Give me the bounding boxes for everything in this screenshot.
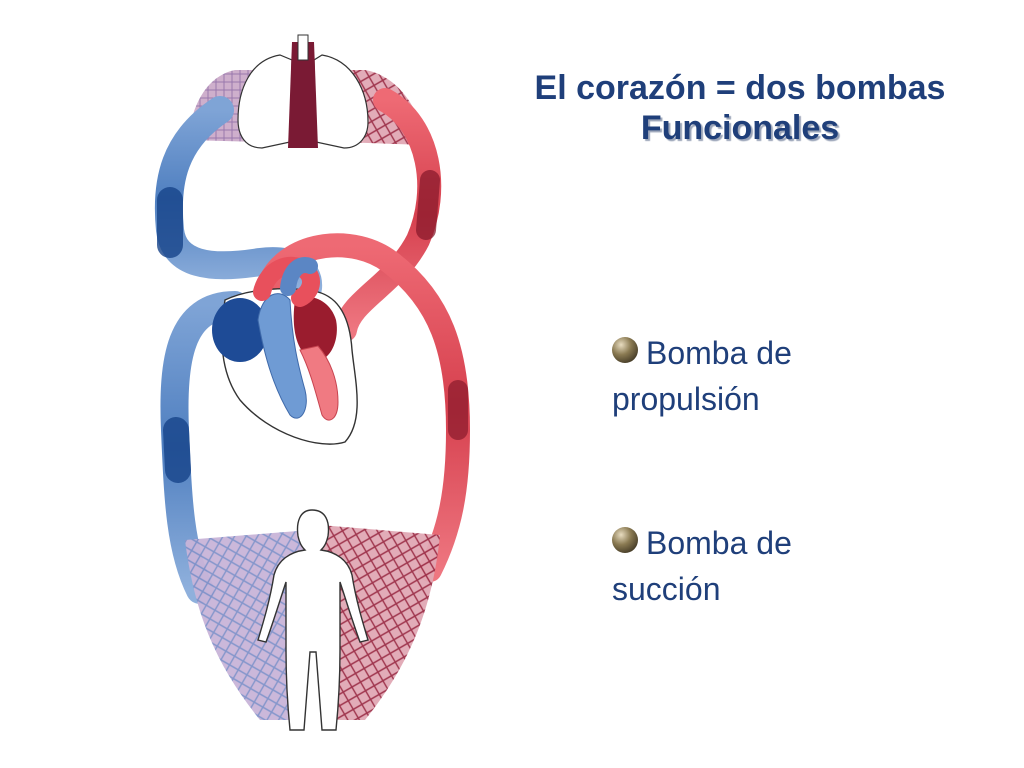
title-line-1: El corazón = dos bombas	[534, 69, 946, 107]
bullet-text-line-1: Bomba de	[646, 335, 792, 371]
bullet-marker-icon	[612, 527, 638, 553]
bullet-text-line-2: succión	[612, 571, 721, 607]
slide-title: El corazón = dos bombas Funcionales	[500, 68, 980, 148]
bullet-marker-icon	[612, 337, 638, 363]
circulation-diagram	[154, 34, 471, 731]
bullet-item-suction: Bomba de succión	[612, 520, 912, 612]
bullet-text-line-1: Bomba de	[646, 525, 792, 561]
title-line-2: Funcionales	[640, 109, 840, 147]
systemic-circulation-loop	[160, 233, 471, 604]
bullet-text-line-2: propulsión	[612, 381, 760, 417]
heart-illustration	[212, 256, 358, 445]
body-silhouette	[257, 509, 369, 731]
bullet-item-propulsion: Bomba de propulsión	[612, 330, 912, 422]
